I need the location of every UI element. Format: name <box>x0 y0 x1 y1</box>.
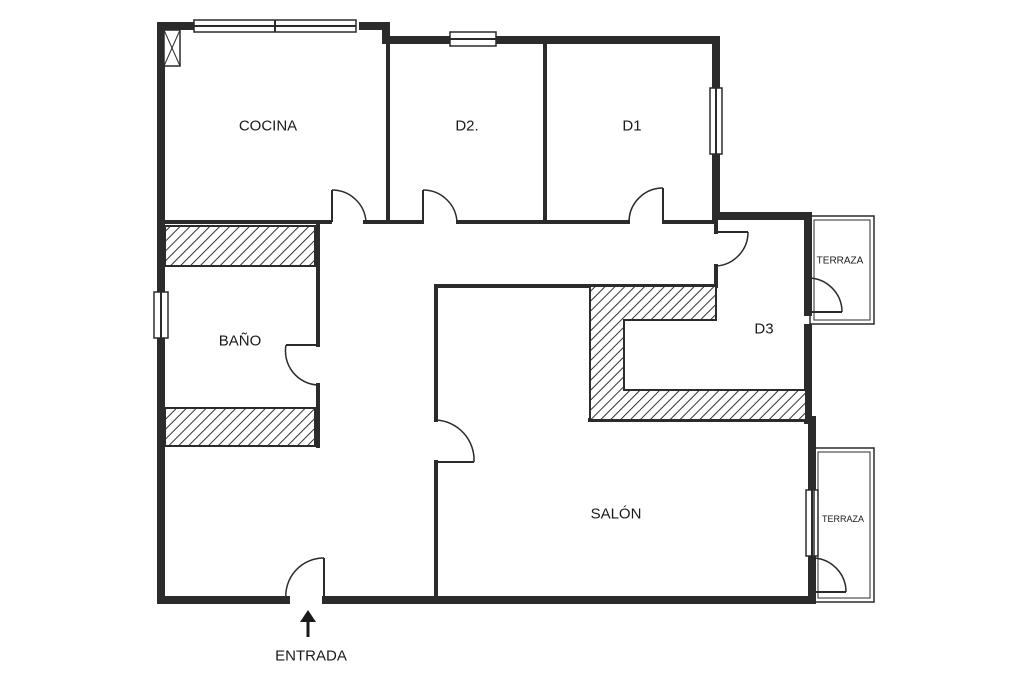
door-bano <box>284 344 319 386</box>
door-terraza-bottom <box>811 557 847 593</box>
door-cocina <box>331 189 367 223</box>
door-d1 <box>628 187 664 223</box>
room-label-d3: D3 <box>754 320 774 338</box>
room-label-salon: SALÓN <box>590 505 642 523</box>
closet-hatch-bottom <box>164 407 316 447</box>
exterior-wall <box>382 22 812 316</box>
room-label-bano: BAÑO <box>218 332 262 350</box>
exterior-wall-bottom <box>322 446 816 604</box>
exterior-wall-right <box>804 324 816 454</box>
room-label-terraza-bottom: TERRAZA <box>821 514 865 524</box>
room-label-terraza-top: TERRAZA <box>816 255 864 267</box>
arrow-up-icon <box>300 610 316 637</box>
door-d2 <box>422 189 458 223</box>
door-salon <box>435 419 475 463</box>
terrace-bottom-outline <box>813 447 875 603</box>
room-label-cocina: COCINA <box>238 117 298 135</box>
closet-hatch-d3 <box>589 285 807 421</box>
terrace-bottom-inner <box>817 451 871 599</box>
room-label-d2: D2. <box>455 117 479 135</box>
terrace-top-inner <box>813 219 871 321</box>
door-d3 <box>715 231 749 267</box>
closet-hatch-top <box>164 225 316 267</box>
terrace-top-outline <box>809 215 875 325</box>
window-salon <box>805 489 819 557</box>
window-cocina <box>193 19 357 33</box>
room-label-d1: D1 <box>622 117 642 135</box>
exterior-wall-top-left <box>157 22 390 604</box>
door-entrada <box>285 557 325 601</box>
door-terraza-top <box>807 277 843 313</box>
window-d1 <box>709 87 723 155</box>
entrance-label: ENTRADA <box>275 647 347 665</box>
window-d2 <box>449 31 497 47</box>
shaft-cross-2 <box>163 29 181 67</box>
window-bano <box>153 291 169 339</box>
